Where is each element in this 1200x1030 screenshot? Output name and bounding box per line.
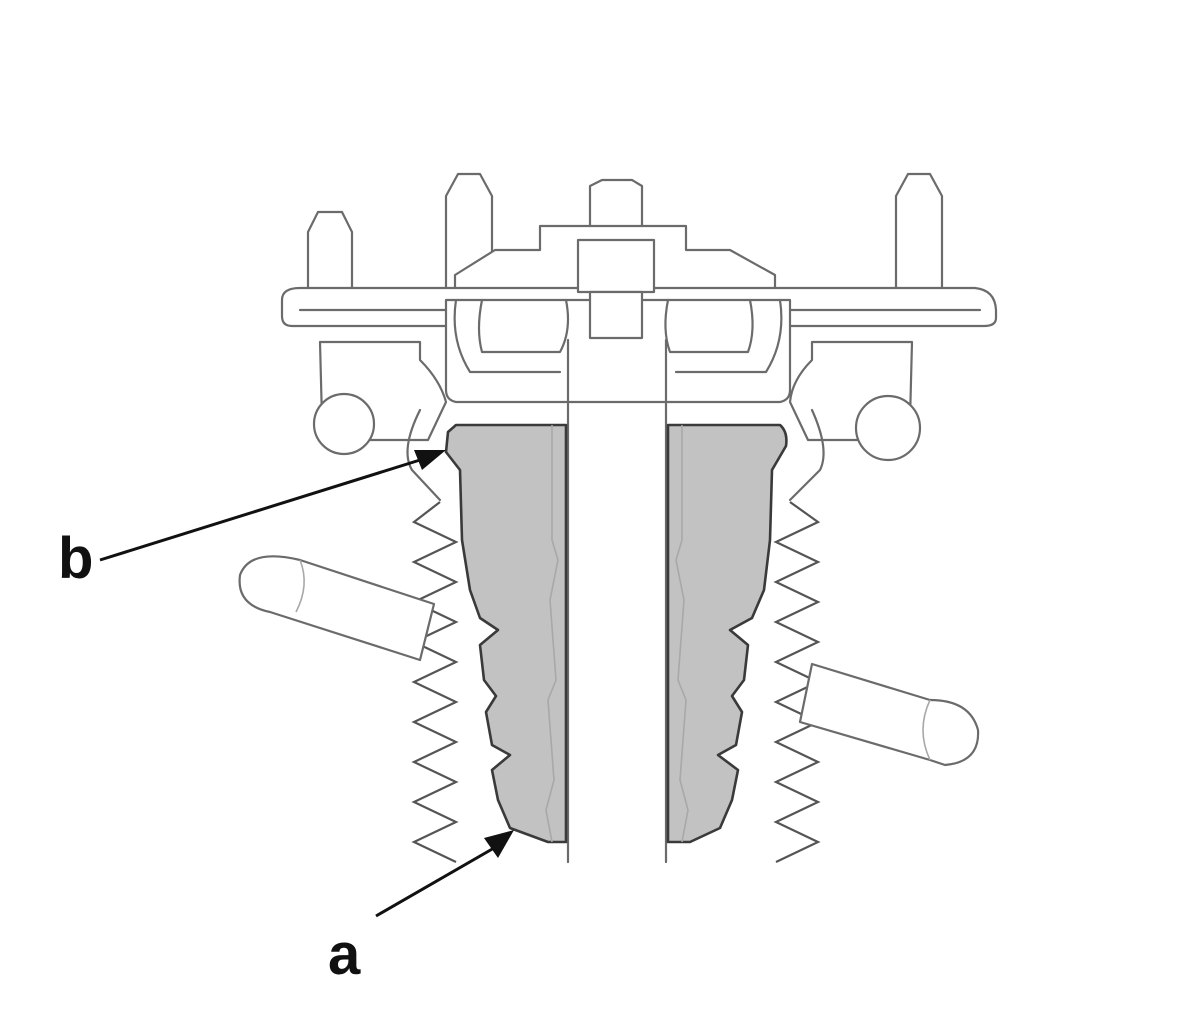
bump-stop-right — [666, 423, 788, 844]
piston-rod — [566, 338, 668, 864]
bump-stop — [444, 423, 788, 844]
center-washer — [588, 290, 644, 340]
bump-stop-left — [444, 423, 568, 844]
stud-left — [306, 210, 354, 294]
spring-left — [411, 501, 459, 863]
bushing-right — [854, 394, 922, 462]
callout-leaders — [99, 450, 514, 918]
coil-spring — [238, 501, 980, 863]
callout-label-a: a — [328, 922, 361, 987]
leader-a — [375, 846, 495, 918]
spring-end-right — [798, 662, 980, 767]
arrowhead-a — [484, 830, 514, 858]
bearing-block — [444, 298, 792, 404]
leader-b — [99, 458, 421, 562]
center-nut — [576, 238, 656, 294]
bushing-left — [312, 392, 376, 456]
stud-right — [894, 172, 944, 294]
callout-label-b: b — [58, 526, 94, 591]
upper-mount — [280, 172, 998, 502]
spring-end-left — [238, 555, 436, 662]
arrowhead-b — [414, 450, 446, 470]
